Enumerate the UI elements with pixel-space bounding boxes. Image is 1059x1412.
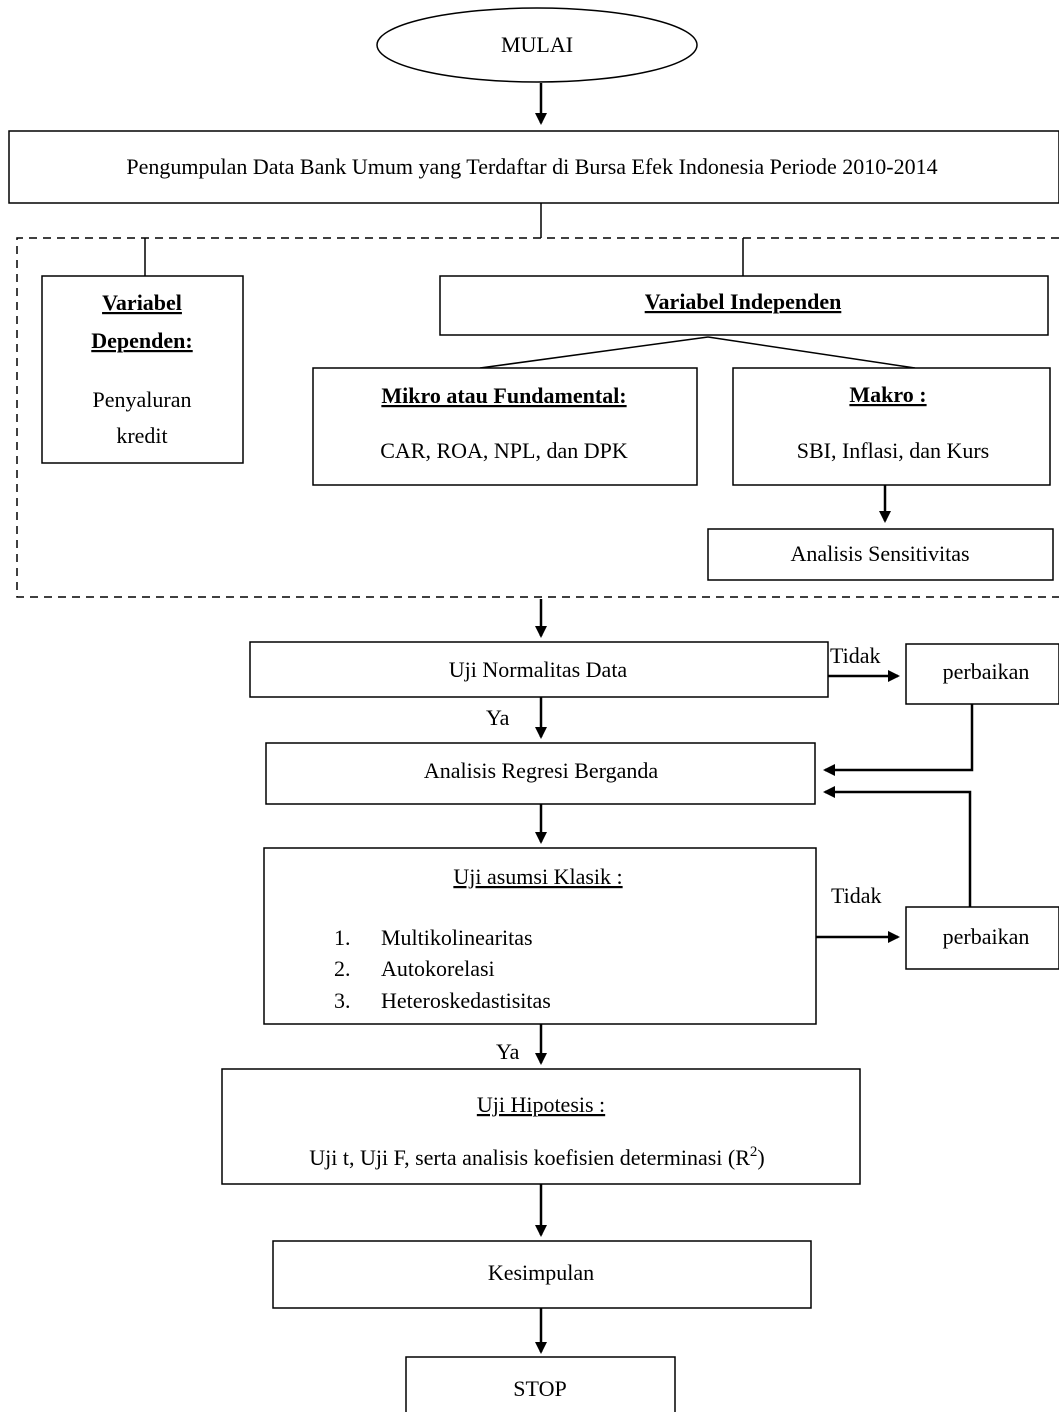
arrow-fix2-regression — [823, 786, 972, 907]
classic-item-3-text: Heteroskedastisitas — [381, 988, 551, 1013]
connector-micro — [479, 336, 709, 369]
classic-item-3-num: 3. — [334, 988, 351, 1013]
arrow-fix1-regression — [823, 704, 974, 776]
start-node: MULAI — [376, 7, 698, 83]
normality-node: Uji Normalitas Data — [249, 641, 829, 698]
connector-macro — [707, 336, 916, 369]
fix-node-1: perbaikan — [905, 643, 1059, 705]
fix-label-2: perbaikan — [943, 924, 1030, 949]
no-label-1: Tidak — [830, 643, 881, 668]
no-label-2: Tidak — [831, 883, 882, 908]
dependent-variable-node: Variabel Dependen: Penyaluran kredit — [41, 275, 244, 464]
conclusion-label: Kesimpulan — [488, 1260, 594, 1285]
classic-title: Uji asumsi Klasik : — [453, 864, 622, 889]
micro-title: Mikro atau Fundamental: — [381, 383, 626, 408]
dependent-body-line2: kredit — [116, 423, 167, 448]
dependent-title-line2: Dependen: — [91, 328, 192, 353]
dependent-body-line1: Penyaluran — [93, 387, 192, 412]
macro-node: Makro : SBI, Inflasi, dan Kurs — [732, 367, 1051, 486]
yes-label-2: Ya — [496, 1039, 520, 1064]
hypothesis-node: Uji Hipotesis : Uji t, Uji F, serta anal… — [221, 1068, 861, 1185]
classic-item-1-text: Multikolinearitas — [381, 925, 533, 950]
stop-label: STOP — [513, 1376, 566, 1401]
sensitivity-label: Analisis Sensitivitas — [790, 541, 969, 566]
regression-label: Analisis Regresi Berganda — [424, 758, 658, 783]
macro-title: Makro : — [849, 382, 926, 407]
stop-node: STOP — [405, 1356, 676, 1412]
regression-node: Analisis Regresi Berganda — [265, 742, 816, 805]
classic-item-2-text: Autokorelasi — [381, 956, 495, 981]
collect-label: Pengumpulan Data Bank Umum yang Terdafta… — [126, 154, 937, 179]
sensitivity-node: Analisis Sensitivitas — [707, 528, 1054, 581]
classic-item-1-num: 1. — [334, 925, 351, 950]
classic-item-2-num: 2. — [334, 956, 351, 981]
micro-body: CAR, ROA, NPL, dan DPK — [380, 438, 628, 463]
dependent-title-line1: Variabel — [102, 290, 182, 315]
fix-label-1: perbaikan — [943, 659, 1030, 684]
normality-label: Uji Normalitas Data — [449, 657, 628, 682]
start-label: MULAI — [501, 32, 573, 57]
hypothesis-body: Uji t, Uji F, serta analisis koefisien d… — [309, 1144, 764, 1170]
variables-group-border — [16, 237, 1059, 598]
hypothesis-title: Uji Hipotesis : — [477, 1092, 605, 1117]
hypothesis-superscript: 2 — [750, 1144, 758, 1160]
conclusion-node: Kesimpulan — [272, 1240, 812, 1309]
micro-node: Mikro atau Fundamental: CAR, ROA, NPL, d… — [312, 367, 698, 486]
classic-assumption-node: Uji asumsi Klasik : 1. Multikolinearitas… — [263, 847, 817, 1025]
fix-node-2: perbaikan — [905, 906, 1059, 970]
yes-label-1: Ya — [486, 705, 510, 730]
macro-body: SBI, Inflasi, dan Kurs — [797, 438, 989, 463]
independent-variable-node: Variabel Independen — [439, 275, 1049, 336]
collect-node: Pengumpulan Data Bank Umum yang Terdafta… — [8, 130, 1059, 204]
independent-title: Variabel Independen — [645, 289, 842, 314]
